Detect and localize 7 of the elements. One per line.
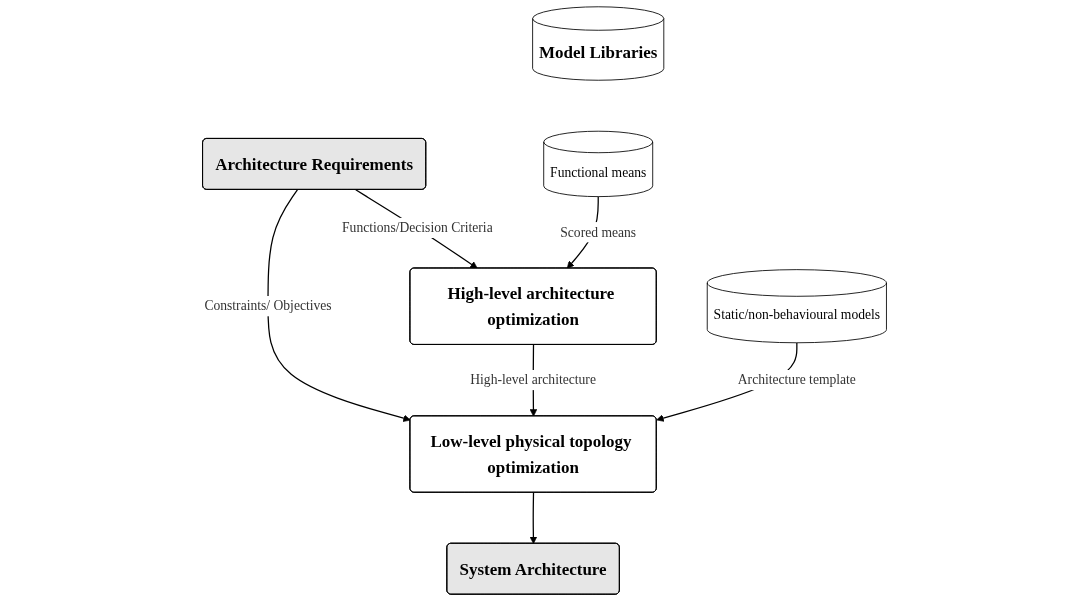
edge-label: High-level architecture <box>470 372 596 387</box>
edge-label: Functions/Decision Criteria <box>342 220 493 235</box>
arrow <box>529 492 538 544</box>
arrow <box>267 189 411 422</box>
edge-label: Constraints/ Objectives <box>204 298 332 314</box>
edge-label: Architecture template <box>737 372 856 387</box>
edge-label: Scored means <box>560 224 637 240</box>
